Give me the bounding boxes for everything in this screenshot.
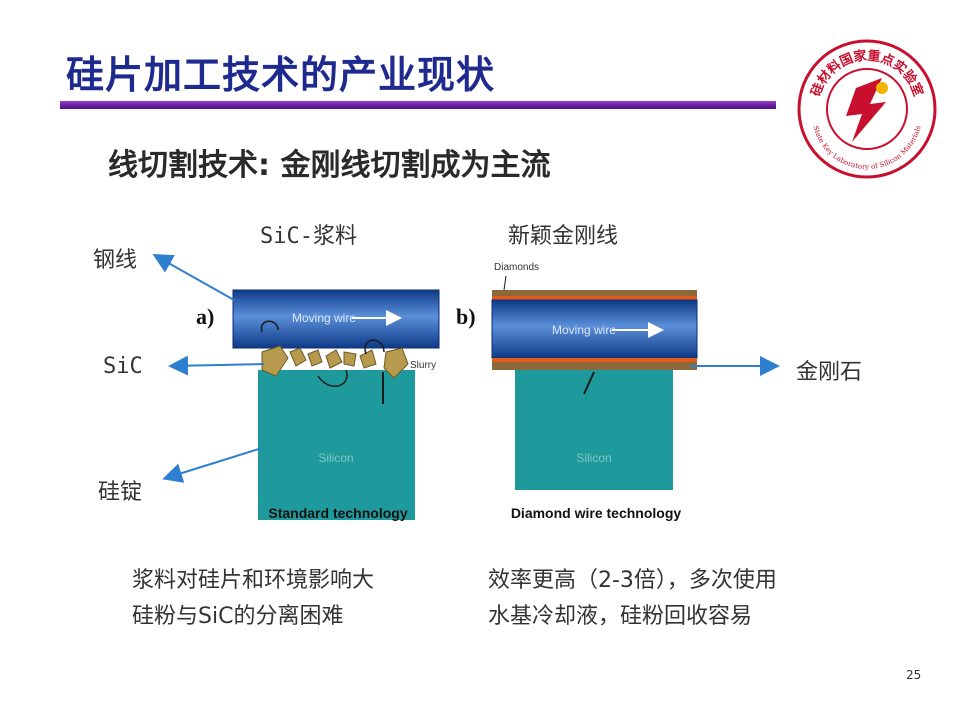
- label-sic: SiC: [103, 354, 143, 379]
- standard-technology-caption: Standard technology: [268, 505, 407, 521]
- panel-b-marker: b): [456, 304, 476, 329]
- moving-wire-a: [232, 289, 440, 349]
- sic-particles: [261, 345, 409, 379]
- panel-a: Silicon Moving wire Slurry a) Standard t…: [196, 289, 440, 521]
- silicon-block-a: [258, 370, 415, 520]
- diamond-coating-bottom: [492, 362, 697, 370]
- sic-slurry-caption: SiC-浆料: [260, 224, 357, 249]
- page-number: 25: [906, 668, 922, 682]
- note-left-2: 硅粉与SiC的分离困难: [132, 604, 344, 629]
- arrow-steel-wire: [152, 254, 235, 301]
- arrow-ingot: [162, 447, 263, 483]
- panel-a-marker: a): [196, 304, 214, 329]
- label-diamond: 金刚石: [796, 360, 863, 385]
- silicon-label-a: Silicon: [318, 451, 353, 465]
- title-underline: [60, 101, 776, 109]
- note-right-2: 水基冷却液，硅粉回收容易: [488, 604, 753, 629]
- silicon-block-b: [515, 370, 673, 490]
- diamond-wire-caption: 新颖金刚线: [508, 224, 619, 249]
- diamond-coating-top: [492, 290, 697, 296]
- slide-title: 硅片加工技术的产业现状: [66, 53, 496, 97]
- note-right-1: 效率更高（2-3倍），多次使用: [488, 568, 777, 593]
- panel-b: Silicon Moving wire Diamonds b) Diamond …: [456, 262, 698, 521]
- slide-subtitle: 线切割技术: 金刚线切割成为主流: [108, 148, 551, 183]
- arrow-sic: [168, 355, 265, 376]
- slurry-label: Slurry: [410, 360, 436, 371]
- diamond-wire-technology-caption: Diamond wire technology: [511, 505, 682, 521]
- label-ingot: 硅锭: [98, 480, 143, 505]
- label-steel-wire: 钢线: [93, 248, 138, 273]
- moving-wire-label-a: Moving wire: [292, 311, 356, 325]
- diamonds-label: Diamonds: [494, 262, 539, 273]
- note-left-1: 浆料对硅片和环境影响大: [132, 568, 375, 593]
- lab-logo: 硅材料国家重点实验室 State Key Laboratory of Silic…: [797, 39, 937, 179]
- silicon-label-b: Silicon: [576, 451, 611, 465]
- moving-wire-label-b: Moving wire: [552, 323, 616, 337]
